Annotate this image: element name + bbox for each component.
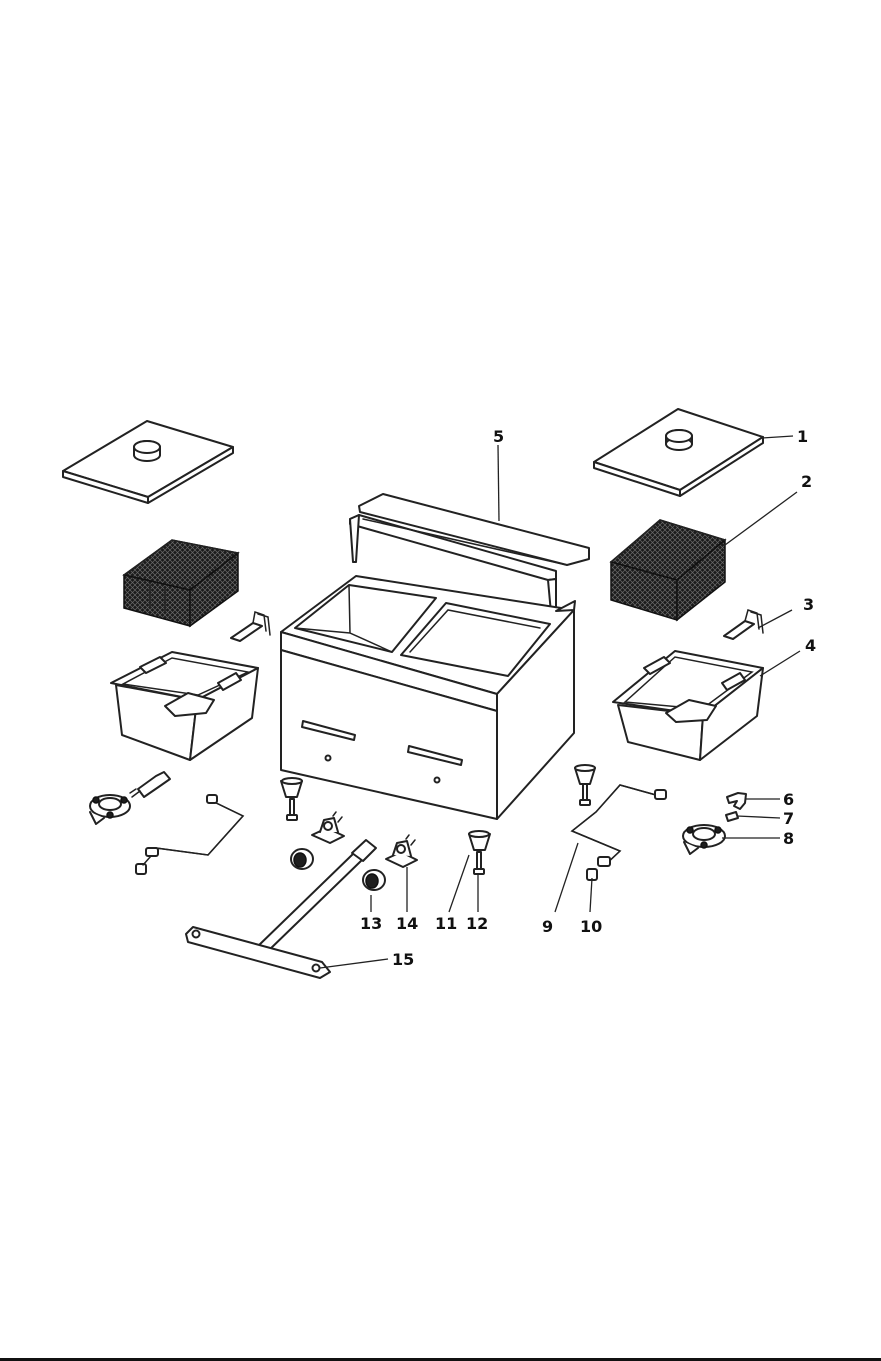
left-gas-elbow (130, 772, 170, 797)
right-burner-ring (683, 825, 725, 854)
callout-10: 10 (580, 917, 602, 936)
callout-14: 14 (396, 914, 418, 933)
callout-6: 6 (783, 790, 794, 809)
callout-7: 7 (783, 809, 794, 828)
right-oil-tank (613, 651, 763, 760)
callout-13: 13 (360, 914, 382, 933)
left-control-knob (291, 849, 313, 869)
right-foot-screw (580, 784, 590, 805)
gas-manifold (186, 840, 376, 978)
left-gas-pipe (136, 795, 243, 874)
left-basket-hook (231, 612, 270, 641)
right-basket-hook (724, 610, 763, 639)
callout-3: 3 (803, 595, 814, 614)
centre-foot-cap (469, 831, 490, 850)
callout-9: 9 (542, 917, 553, 936)
callout-5: 5 (493, 427, 504, 446)
left-foot-screw (287, 799, 297, 820)
left-oil-tank (111, 652, 258, 760)
left-burner-ring (90, 795, 130, 824)
right-lid (594, 409, 763, 496)
centre-gas-valve (386, 835, 417, 867)
left-foot-cap (281, 778, 302, 797)
callout-12: 12 (466, 914, 488, 933)
callout-4: 4 (805, 636, 816, 655)
callout-2: 2 (801, 472, 812, 491)
fryer-cabinet (281, 494, 589, 819)
callout-11: 11 (435, 914, 457, 933)
right-foot-cap (575, 765, 595, 784)
centre-control-knob (363, 870, 385, 890)
callout-1: 1 (797, 427, 808, 446)
left-lid (63, 421, 233, 503)
right-gas-elbow (727, 793, 746, 809)
right-gas-nipple (726, 812, 738, 821)
left-gas-valve (312, 812, 344, 843)
left-fry-basket (124, 540, 238, 626)
right-fry-basket (611, 520, 725, 620)
callout-8: 8 (783, 829, 794, 848)
centre-foot-screw (474, 852, 484, 874)
callout-15: 15 (392, 950, 414, 969)
